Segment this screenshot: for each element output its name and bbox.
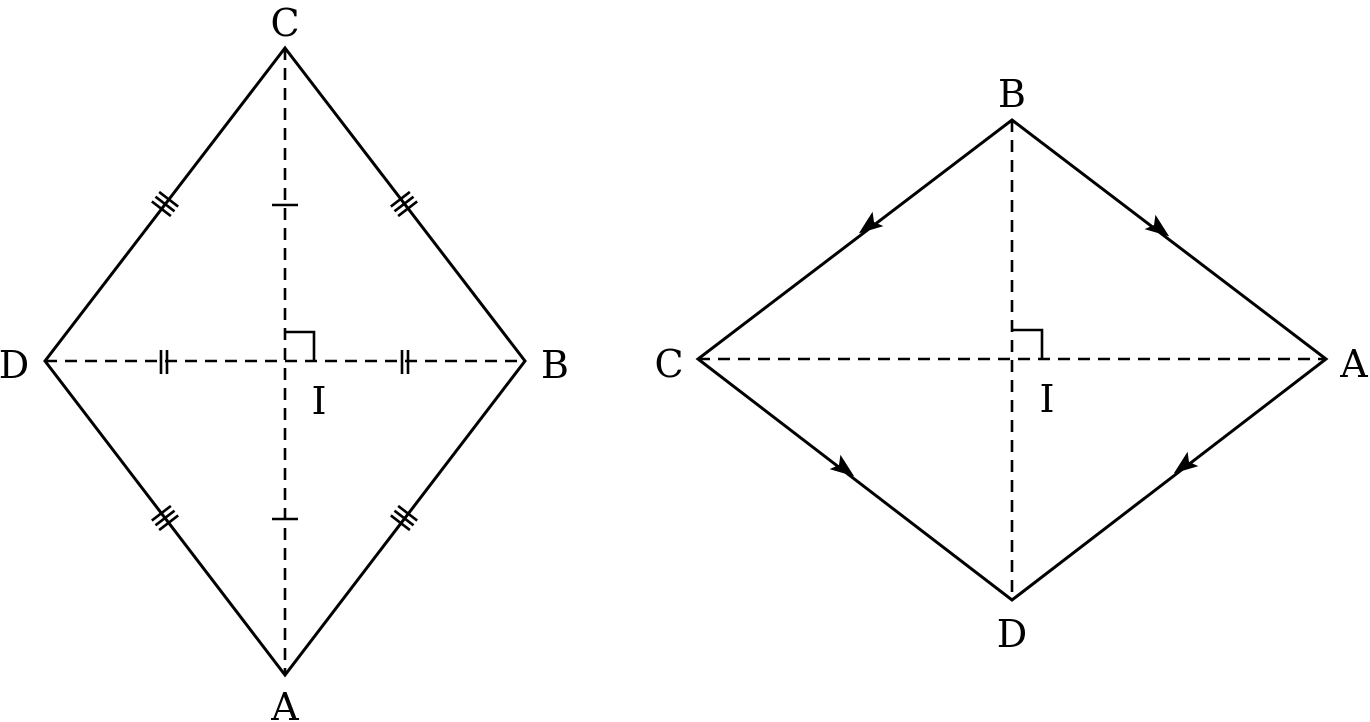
rhombus-label-left: C (654, 342, 683, 386)
kite-label-center: I (311, 379, 326, 423)
rhombus-arrow-upper-right (1144, 214, 1170, 237)
kite-label-left: D (0, 343, 29, 387)
rhombus-arrow-lower-left (829, 454, 855, 477)
kite-double-tick-right (400, 350, 410, 374)
kite-label-right: B (541, 343, 569, 387)
rhombus-label-right: A (1339, 342, 1368, 386)
kite-triple-tick-upper-left (151, 190, 179, 218)
kite-triple-tick-lower-right (390, 504, 418, 532)
rhombus-label-bottom: D (997, 612, 1027, 656)
rhombus-figure: B A D C I (654, 72, 1368, 656)
kite-triple-tick-upper-right (390, 190, 418, 218)
kite-right-angle-mark (285, 330, 316, 361)
kite-label-top: C (270, 1, 299, 45)
rhombus-outline (695, 118, 1329, 602)
kite-triple-tick-lower-left (151, 504, 179, 532)
rhombus-label-top: B (998, 72, 1026, 116)
kite-double-tick-left (159, 350, 169, 374)
rhombus-arrow-upper-left (858, 211, 884, 234)
kite-label-bottom: A (270, 685, 299, 722)
rhombus-right-angle-mark (1012, 328, 1044, 359)
kite-figure: C B A D I (0, 1, 569, 722)
rhombus-arrow-lower-right (1173, 451, 1199, 474)
kite-outline (43, 45, 527, 678)
rhombus-label-center: I (1039, 377, 1054, 421)
